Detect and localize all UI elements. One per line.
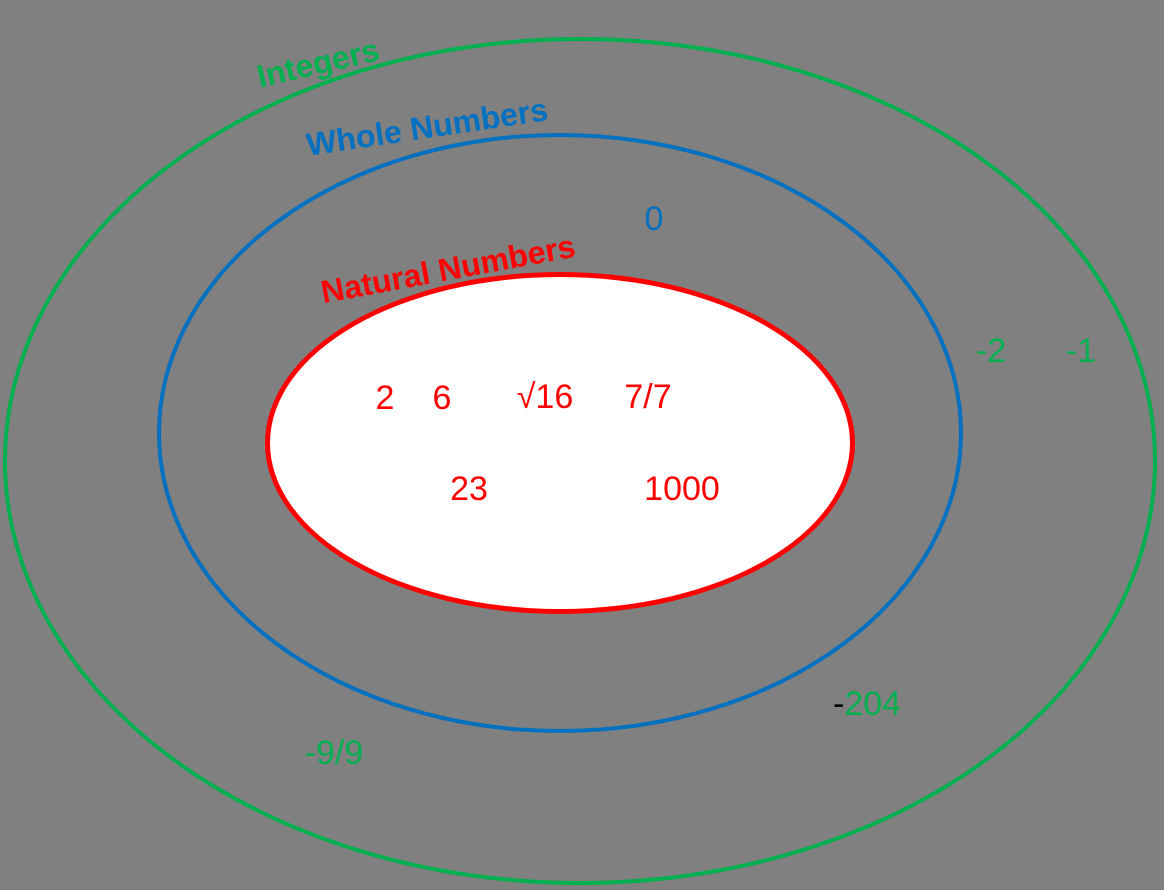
element-negative-nine-over-nine: -9/9 bbox=[304, 734, 364, 772]
element-two: 2 bbox=[375, 379, 395, 417]
element-six: 6 bbox=[432, 379, 452, 417]
negative-204-minus-sign: - bbox=[832, 685, 845, 723]
element-twenty-three: 23 bbox=[450, 470, 488, 508]
element-negative-204: -204 bbox=[833, 687, 901, 721]
element-negative-one: -1 bbox=[1065, 332, 1097, 370]
element-zero: 0 bbox=[644, 200, 664, 238]
element-sqrt-16: √16 bbox=[516, 378, 574, 416]
element-seven-over-seven: 7/7 bbox=[624, 378, 672, 416]
element-negative-two: -2 bbox=[975, 332, 1007, 370]
integers-ellipse bbox=[3, 37, 1157, 885]
negative-204-digits: 204 bbox=[844, 685, 902, 723]
natural-numbers-ellipse bbox=[265, 272, 855, 614]
element-one-thousand: 1000 bbox=[644, 470, 720, 508]
whole-numbers-ellipse bbox=[157, 133, 963, 733]
